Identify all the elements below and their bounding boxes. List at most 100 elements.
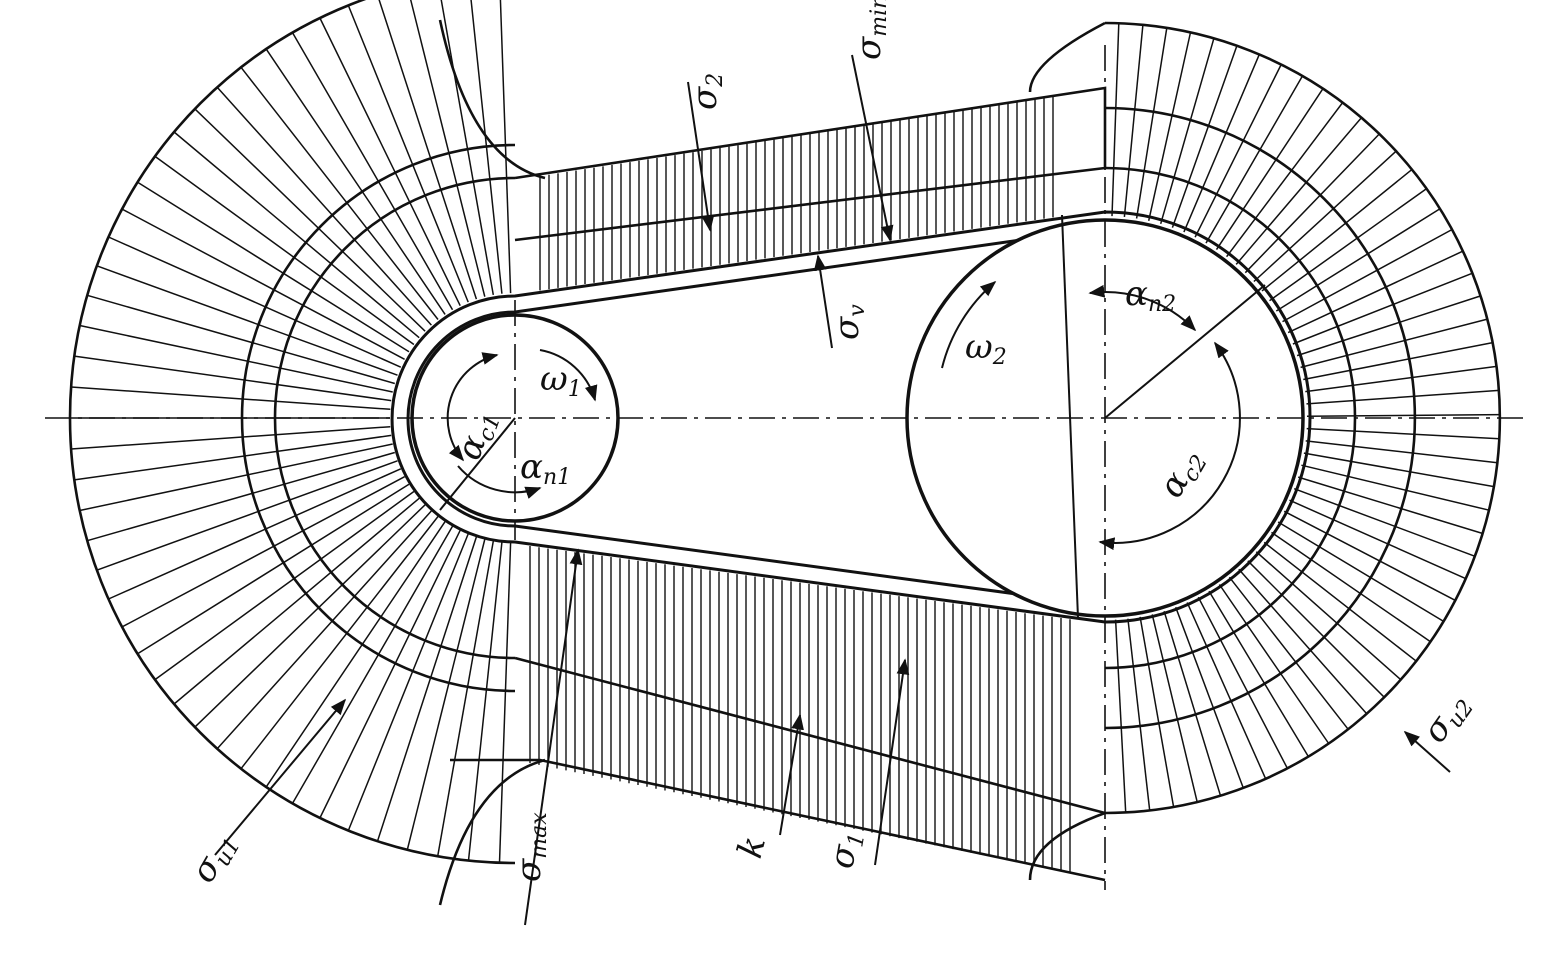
radial-hatch-left xyxy=(265,521,446,788)
leader-lines xyxy=(214,54,1451,926)
label-sigma-u2: σи2 xyxy=(1415,685,1480,752)
radial-hatch-right xyxy=(1244,133,1380,274)
sigma-2-leader xyxy=(687,81,715,232)
radial-hatch-right xyxy=(1306,427,1500,440)
radial-hatch-right xyxy=(1183,54,1260,233)
radial-hatch-left xyxy=(319,17,461,307)
radial-hatch-right xyxy=(1111,23,1120,217)
radial-hatch-left xyxy=(121,208,405,360)
radial-hatch-left xyxy=(347,533,469,831)
radial-hatch-right xyxy=(1301,464,1490,511)
upper-span-stress-band xyxy=(514,86,1107,242)
radial-hatch-left xyxy=(173,497,420,705)
radial-hatch-left xyxy=(71,386,391,411)
radial-hatch-right xyxy=(1208,590,1310,757)
label-sigma-1: σ1 xyxy=(821,828,870,872)
radial-hatch-right xyxy=(1292,272,1473,345)
radial-hatch-right xyxy=(1174,606,1245,789)
lower-span-stress-band-bottom xyxy=(450,758,1106,882)
radial-hatch-left xyxy=(74,434,392,481)
radial-hatch-right xyxy=(1163,610,1222,796)
radial-hatch-right xyxy=(1123,24,1144,217)
radial-hatch-right xyxy=(1255,551,1402,681)
radial-hatch-left xyxy=(499,0,512,294)
radial-hatch-left xyxy=(108,468,402,600)
radial-hatch-right xyxy=(1247,560,1385,698)
sigma-max-bracket xyxy=(438,758,546,906)
radial-hatch-left xyxy=(409,0,486,297)
radial-hatch-right xyxy=(1159,38,1215,225)
radial-hatch-left xyxy=(86,294,396,385)
radial-hatch-right xyxy=(1271,531,1431,643)
radial-hatch-right xyxy=(1303,341,1493,381)
radial-hatch-right xyxy=(1139,616,1175,808)
radial-hatch-left xyxy=(96,460,398,571)
radial-hatch-right xyxy=(1171,45,1238,228)
sigma-max-leader xyxy=(524,548,583,926)
radial-hatch-left xyxy=(240,66,439,320)
radial-hatch-right xyxy=(1135,27,1168,219)
sigma-u1-leader xyxy=(214,698,347,856)
alpha-c2-arc xyxy=(1098,341,1241,551)
radial-hatch-left xyxy=(240,516,439,770)
alpha-n2-arc xyxy=(1088,284,1197,332)
radial-hatch-left xyxy=(347,5,469,303)
radial-hatch-left xyxy=(194,504,426,728)
small-pulley-radius-line xyxy=(439,417,516,511)
radial-hatch-left xyxy=(319,529,461,819)
radial-hatch-right xyxy=(1151,614,1198,803)
radial-hatch-right xyxy=(1228,576,1349,730)
label-sigma-min: σmin xyxy=(849,0,892,60)
radial-hatch-right xyxy=(1253,150,1397,283)
upper-right-bracket xyxy=(1028,21,1106,93)
radial-hatch-right xyxy=(1205,75,1304,244)
radial-hatch-right xyxy=(1235,117,1363,265)
radial-hatch-left xyxy=(137,181,410,353)
radial-hatch-right xyxy=(1289,499,1467,580)
label-sigma-max: σmax xyxy=(509,812,552,882)
radial-hatch-left xyxy=(121,476,405,628)
sigma-v-leader xyxy=(813,254,833,349)
center-lines xyxy=(45,45,1530,890)
radial-hatch-right xyxy=(1238,568,1368,715)
sigma-u2-leader xyxy=(1403,730,1451,773)
radial-hatch-left xyxy=(436,540,495,857)
label-omega-1: ω1 xyxy=(540,359,582,402)
k-leader xyxy=(779,713,804,836)
radial-hatch-right xyxy=(1127,618,1151,811)
radial-hatch-right xyxy=(1269,187,1428,302)
omega-1-arc xyxy=(539,349,598,402)
radial-hatch-left xyxy=(137,483,410,655)
radial-hatch-left xyxy=(378,0,478,300)
label-omega-2: ω2 xyxy=(965,327,1007,370)
radial-hatch-right xyxy=(1261,168,1413,292)
radial-hatch-right xyxy=(1293,487,1476,558)
radial-hatch-left xyxy=(216,86,432,326)
radial-hatch-right xyxy=(1194,64,1282,238)
radial-hatch-left xyxy=(498,542,512,863)
label-sigma-v: σv xyxy=(827,304,870,340)
radial-hatch-right xyxy=(1147,32,1192,221)
radial-hatch-right xyxy=(1305,365,1497,393)
labels: σmin σ2 σv αn2 ω2 ω1 αc1 αn1 αc2 σи2 σи1… xyxy=(183,0,1480,891)
radial-hatch-right xyxy=(1215,88,1324,251)
radial-hatch-left xyxy=(194,108,426,332)
radial-hatch-left xyxy=(291,32,454,311)
belt-outer-edge xyxy=(390,210,1312,624)
radial-hatch-left xyxy=(291,525,454,804)
radial-hatch-right xyxy=(1218,584,1330,744)
label-sigma-u1: σи1 xyxy=(183,825,246,891)
omega-2-arc xyxy=(941,280,997,369)
radial-hatch-left xyxy=(440,0,495,296)
radial-hatch-right xyxy=(1226,102,1344,258)
radial-hatch-left xyxy=(216,510,432,750)
radial-hatch-left xyxy=(154,155,415,346)
radial-hatch-right xyxy=(1186,602,1267,780)
label-sigma-2: σ2 xyxy=(685,73,728,110)
label-k: k xyxy=(730,832,774,862)
large-pulley-chord-line xyxy=(1061,214,1079,619)
sigma-min-leader xyxy=(851,54,894,242)
radial-hatch-right xyxy=(1114,619,1127,813)
